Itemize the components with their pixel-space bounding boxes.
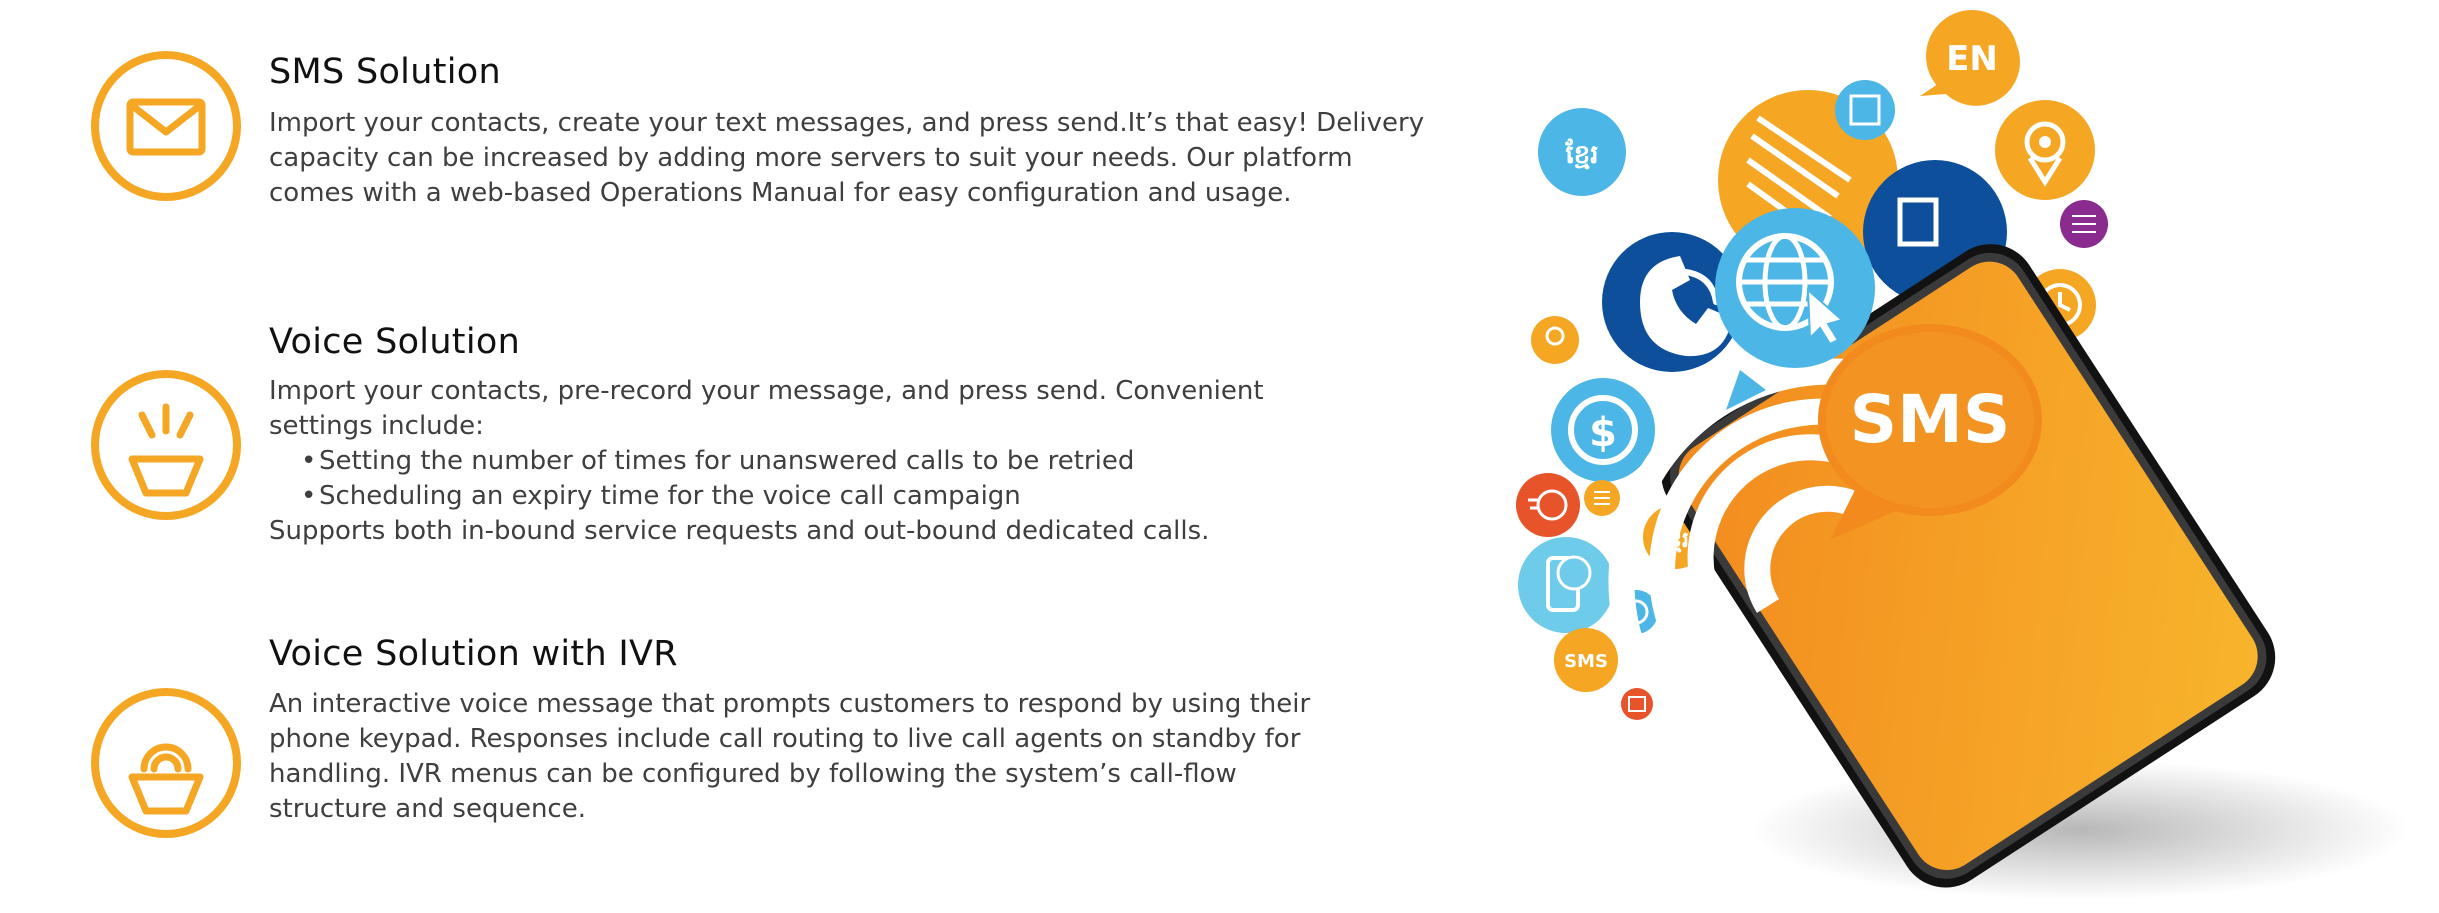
description-line: Import your contacts, create your text m…	[269, 108, 1425, 138]
description-line: capacity can be increased by adding more…	[269, 143, 1353, 173]
document-bubble-icon	[1584, 480, 1620, 516]
description-line: An interactive voice message that prompt…	[269, 689, 1311, 719]
list-item: Setting the number of times for unanswer…	[269, 444, 1264, 479]
feature-title: SMS Solution	[269, 52, 501, 92]
hero-illustration: $ ខ្មែរ	[1490, 0, 2439, 913]
list-small-icon	[1621, 688, 1653, 720]
sms-large-text: SMS	[1850, 381, 2011, 458]
mobile-globe-icon	[1518, 537, 1614, 633]
list-item: Scheduling an expiry time for the voice …	[269, 479, 1264, 514]
description-line: comes with a web-based Operations Manual…	[269, 178, 1292, 208]
list-purple-icon	[2060, 200, 2108, 248]
location-pin-small-icon	[1531, 316, 1579, 364]
sms-large-bubble: SMS	[1818, 324, 2042, 540]
speed-clock-icon	[1516, 473, 1580, 537]
ivr-speaker-icon	[88, 685, 244, 841]
khmer-large-bubble: ខ្មែរ	[1538, 108, 1626, 196]
globe-bubble-icon	[1715, 208, 1875, 410]
description-line: Supports both in-bound service requests …	[269, 516, 1210, 546]
feature-title: Voice Solution with IVR	[269, 634, 678, 674]
feature-description: Import your contacts, create your text m…	[269, 106, 1424, 211]
language-en-text: EN	[1946, 39, 1998, 79]
svg-text:$: $	[1589, 410, 1617, 456]
description-line: settings include:	[269, 411, 484, 441]
settings-list: Setting the number of times for unanswer…	[269, 444, 1264, 514]
language-en-bubble: EN	[1920, 10, 2020, 106]
envelope-icon	[88, 48, 244, 204]
feature-description: Import your contacts, pre-record your me…	[269, 374, 1264, 549]
phone-call-bubble-icon	[1602, 232, 1742, 372]
khmer-large-text: ខ្មែរ	[1564, 138, 1598, 170]
description-line: handling. IVR menus can be configured by…	[269, 759, 1237, 789]
location-pin-bubble-icon	[1995, 100, 2095, 200]
feature-title: Voice Solution	[269, 322, 521, 362]
dollar-bubble-icon: $	[1551, 378, 1655, 482]
feature-description: An interactive voice message that prompt…	[269, 687, 1310, 827]
sms-small-bubble: SMS	[1554, 628, 1618, 692]
description-line: phone keypad. Responses include call rou…	[269, 724, 1301, 754]
description-line: structure and sequence.	[269, 794, 586, 824]
sms-small-text: SMS	[1564, 651, 1608, 672]
loudspeaker-icon	[88, 367, 244, 523]
description-line: Import your contacts, pre-record your me…	[269, 376, 1264, 406]
